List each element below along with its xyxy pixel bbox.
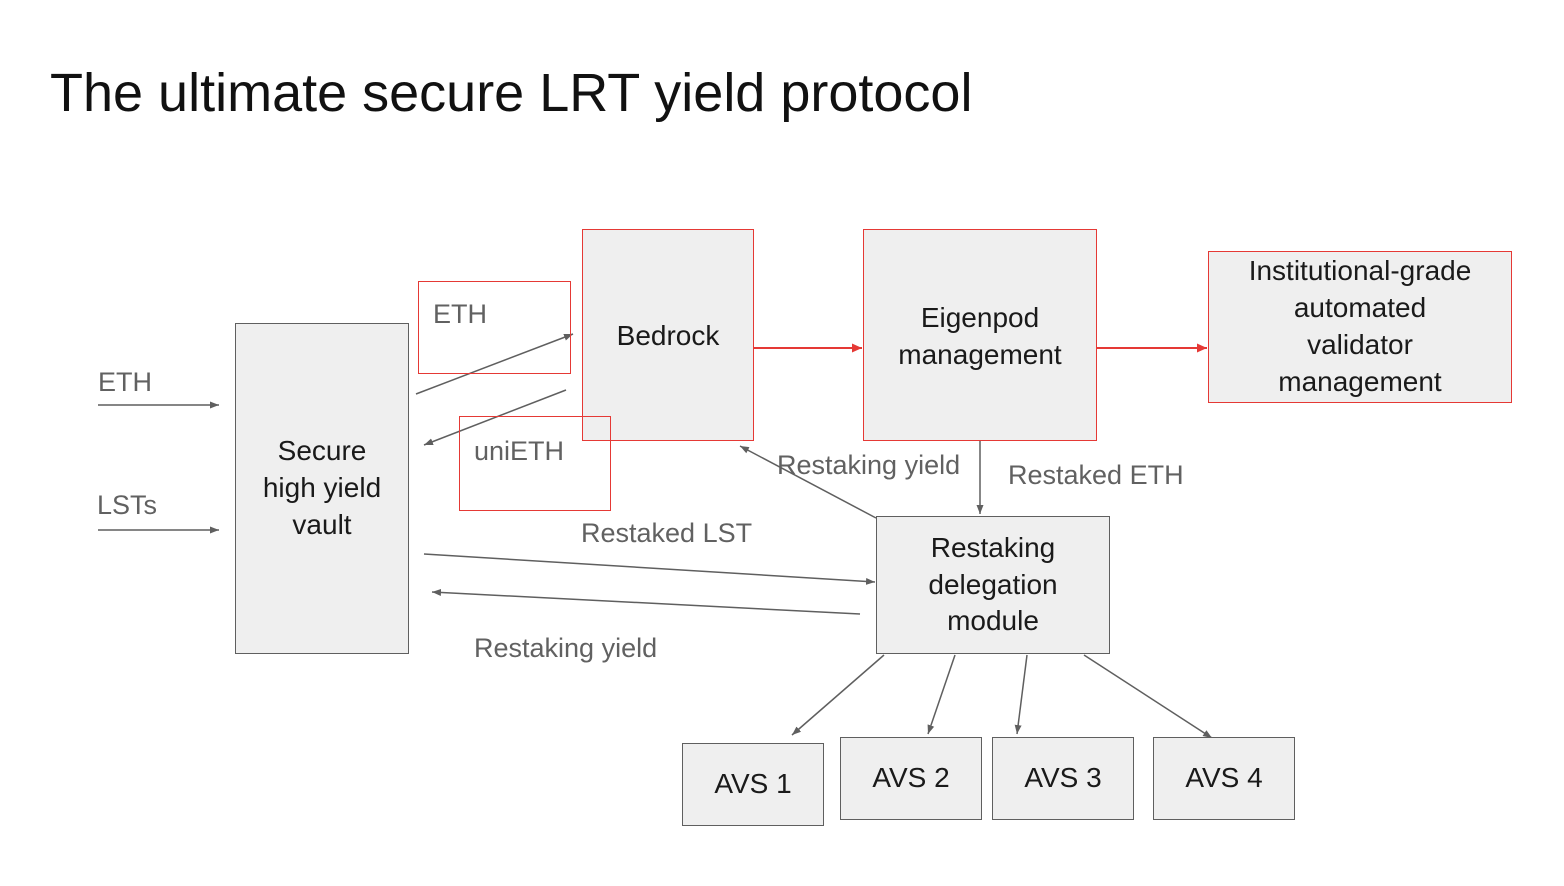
- restaking-yield-vault-label: Restaking yield: [474, 633, 658, 663]
- unieth-token-outline: [459, 416, 611, 511]
- validator-node[interactable]: Institutional-grade automated validator …: [1208, 251, 1512, 403]
- restaked-eth-label: Restaked ETH: [1008, 460, 1184, 490]
- bedrock-label: Bedrock: [616, 320, 720, 351]
- avs2-node[interactable]: AVS 2: [840, 737, 982, 820]
- bedrock-to-vault-arrow: [423, 389, 567, 446]
- restaked-lst-label: Restaked LST: [581, 518, 753, 548]
- avs4-label: AVS 4: [1185, 762, 1263, 794]
- avs2-label: AVS 2: [872, 762, 950, 794]
- eth-input-label: ETH: [98, 367, 152, 397]
- avs3-node[interactable]: AVS 3: [992, 737, 1134, 820]
- eth-token-outline: [418, 281, 571, 374]
- bedrock-node[interactable]: Bedrock: [582, 229, 754, 441]
- vault-to-bedrock-arrow: [415, 333, 574, 395]
- delegation-to-avs3-arrow: [1014, 654, 1028, 735]
- validator-label: Institutional-grade automated validator …: [1248, 255, 1472, 397]
- eigenpod-node[interactable]: Eigenpod management: [863, 229, 1097, 441]
- vault-label: Secure high yield vault: [262, 435, 382, 540]
- delegation-to-avs1-arrow: [791, 654, 885, 736]
- eth-to-bedrock-label: ETH: [433, 299, 487, 329]
- unieth-label: uniETH: [474, 436, 565, 466]
- delegation-to-bedrock-arrow: [739, 445, 877, 519]
- delegation-node[interactable]: Restaking delegation module: [876, 516, 1110, 654]
- avs1-node[interactable]: AVS 1: [682, 743, 824, 826]
- lsts-input-label: LSTs: [97, 490, 158, 520]
- avs3-label: AVS 3: [1024, 762, 1102, 794]
- page-title: The ultimate secure LRT yield protocol: [50, 63, 973, 123]
- restaking-yield-bedrock-label: Restaking yield: [777, 450, 961, 480]
- vault-to-delegation-arrow: [423, 553, 876, 585]
- delegation-label: Restaking delegation module: [928, 531, 1058, 637]
- avs4-node[interactable]: AVS 4: [1153, 737, 1295, 820]
- delegation-to-avs4-arrow: [1083, 654, 1213, 739]
- avs1-label: AVS 1: [714, 768, 792, 800]
- vault-node[interactable]: Secure high yield vault: [235, 323, 409, 654]
- delegation-to-vault-arrow: [431, 588, 861, 615]
- eigenpod-label: Eigenpod management: [898, 302, 1062, 370]
- delegation-to-avs2-arrow: [927, 654, 956, 735]
